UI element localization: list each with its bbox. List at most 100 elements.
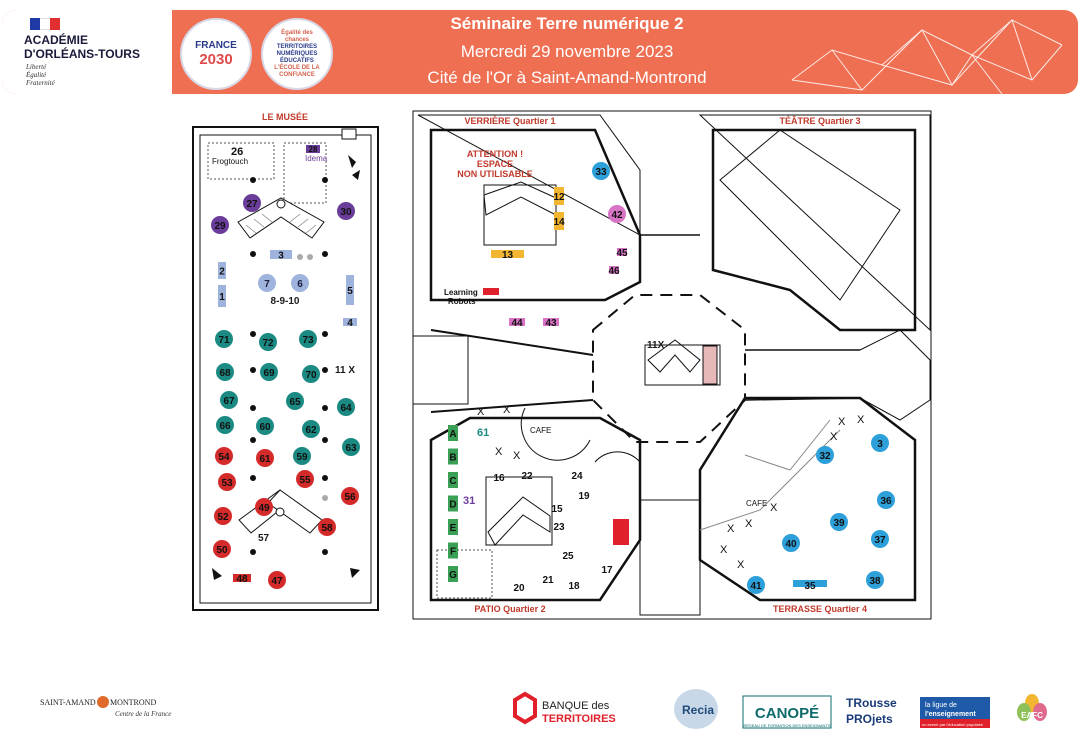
svg-text:55: 55 [299, 475, 311, 486]
booth-72: 72 [259, 333, 277, 351]
booth-33: 33 [592, 162, 610, 180]
svg-text:30: 30 [340, 207, 352, 218]
svg-text:42: 42 [611, 210, 623, 221]
svg-text:62: 62 [305, 425, 317, 436]
booth-58: 58 [318, 518, 336, 536]
booth-18: 18 [568, 581, 580, 592]
booth-47: 47 [268, 571, 286, 589]
svg-text:50: 50 [216, 545, 228, 556]
svg-text:13: 13 [502, 250, 514, 261]
booth-46: 46 [608, 266, 620, 277]
svg-text:EAFC: EAFC [1021, 711, 1043, 720]
egalite-chances-badge: Égalité des chances TERRITOIRES NUMÉRIQU… [261, 18, 333, 90]
svg-text:73: 73 [302, 335, 314, 346]
eafc-logo: EAFC [1017, 694, 1047, 721]
main-building-plan [412, 110, 932, 620]
booth-35: 35 [793, 580, 827, 592]
decorative-mesh [791, 19, 1063, 94]
q2-title: PATIO Quartier 2 [474, 604, 545, 614]
booth-68: 68 [216, 363, 234, 381]
svg-text:65: 65 [289, 397, 301, 408]
svg-text:47: 47 [271, 576, 283, 587]
trousse-2: PROjets [846, 712, 893, 726]
booth-14: 14 [553, 212, 565, 230]
museum-11x: 11 X [335, 365, 355, 376]
svg-text:14: 14 [553, 217, 565, 228]
museum-title: LE MUSÉE [262, 112, 308, 122]
svg-text:64: 64 [340, 403, 352, 414]
booth-15: 15 [551, 504, 563, 515]
booth-39: 39 [830, 513, 848, 531]
booth-49: 49 [255, 498, 273, 516]
booth-2: 2 [218, 262, 226, 279]
svg-text:59: 59 [296, 452, 308, 463]
booth-26-label: Frogtouch [212, 157, 248, 166]
booth-31: 31 [463, 495, 475, 507]
q3-title: TÉÂTRE Quartier 3 [779, 115, 860, 126]
booth-27: 27 [243, 194, 261, 212]
booth-25: 25 [562, 551, 574, 562]
svg-text:36: 36 [880, 496, 892, 507]
booth-54: 54 [215, 447, 233, 465]
q1-title: VERRIÈRE Quartier 1 [464, 116, 555, 126]
booth-63: 63 [342, 438, 360, 456]
booth-1: 1 [218, 285, 226, 307]
svg-text:39: 39 [833, 518, 845, 529]
banque-2: TERRITOIRES [542, 713, 616, 725]
booth-59: 59 [293, 447, 311, 465]
svg-text:4: 4 [347, 318, 353, 329]
trousse-1: TRousse [846, 696, 897, 710]
booth-61: 61 [256, 449, 274, 467]
svg-text:3: 3 [278, 251, 284, 262]
academie-motto: Liberté Égalité Fraternité [26, 63, 55, 87]
france-2030-badge: FRANCE 2030 [180, 18, 252, 90]
svg-text:33: 33 [595, 167, 607, 178]
svg-text:5: 5 [347, 286, 353, 297]
recia-icon [674, 689, 718, 729]
svg-text:B: B [449, 453, 456, 464]
svg-text:38: 38 [869, 576, 881, 587]
svg-text:72: 72 [262, 338, 274, 349]
booth-7: 7 [258, 274, 276, 292]
saint-amand-2: MONTROND [110, 698, 156, 707]
svg-text:1: 1 [219, 292, 225, 303]
booth-50: 50 [213, 540, 231, 558]
svg-text:E: E [450, 523, 457, 534]
svg-text:43: 43 [545, 318, 557, 329]
booth-20: 20 [513, 583, 525, 594]
booth-23: 23 [553, 522, 565, 533]
ligue-1: la ligue de [925, 702, 957, 709]
header-banner: ACADÉMIE D'ORLÉANS-TOURS Liberté Égalité… [2, 10, 1078, 94]
svg-text:29: 29 [214, 221, 226, 232]
booth-37: 37 [871, 530, 889, 548]
svg-text:32: 32 [819, 451, 831, 462]
banque-icon [513, 691, 537, 725]
svg-text:G: G [449, 570, 457, 581]
warning-line-1: ATTENTION ! [467, 149, 523, 159]
learning-robots-1: Learning [444, 288, 478, 297]
svg-text:53: 53 [221, 478, 233, 489]
booth-44: 44 [509, 318, 525, 329]
booth-71: 71 [215, 330, 233, 348]
center-11x: 11X [647, 340, 665, 351]
french-flag-icon [30, 18, 60, 30]
svg-text:48: 48 [236, 574, 248, 585]
booth-73: 73 [299, 330, 317, 348]
booth-41: 41 [747, 576, 765, 594]
booth-53: 53 [218, 473, 236, 491]
booth-D: D [448, 495, 458, 512]
booth-16: 16 [493, 473, 505, 484]
booth-69: 69 [260, 363, 278, 381]
booth-26-number: 26 [231, 146, 243, 158]
svg-text:X: X [720, 544, 728, 556]
svg-text:61: 61 [259, 454, 271, 465]
svg-text:68: 68 [219, 368, 231, 379]
booth-8-9-10: 8-9-10 [271, 296, 300, 307]
booth-65: 65 [286, 392, 304, 410]
svg-text:X: X [737, 559, 745, 571]
booth-67: 67 [220, 391, 238, 409]
booth-6: 6 [291, 274, 309, 292]
canope-logo [742, 695, 832, 729]
